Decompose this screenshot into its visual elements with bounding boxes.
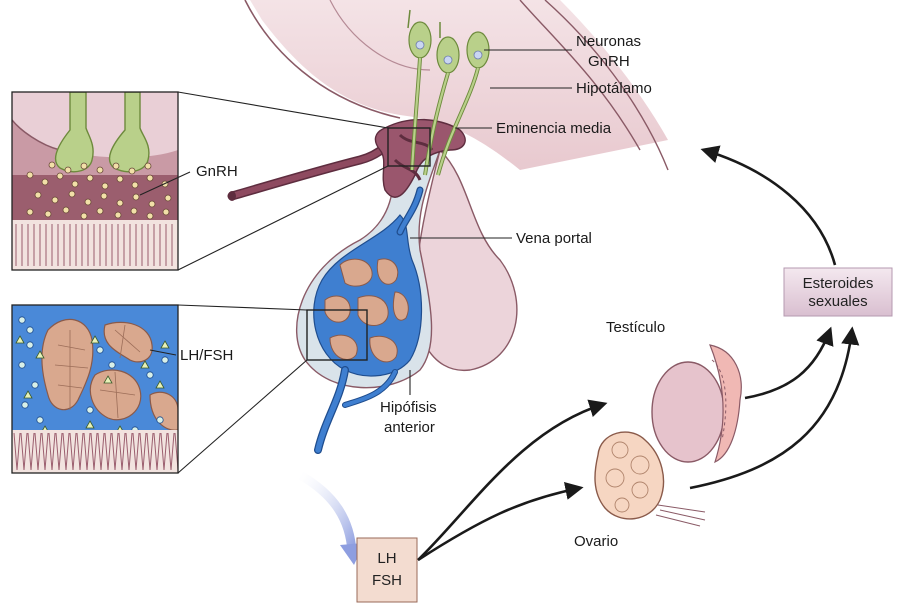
label-lh-fsh: LH/FSH [180,347,233,364]
label-box-fsh: FSH [372,572,402,589]
testis-illustration [652,345,741,462]
pituitary-to-hormone-arrow [300,475,352,552]
label-sex-steroids-1: Esteroides [803,275,874,292]
inset-lh-fsh-release [12,305,181,473]
label-ovary: Ovario [574,533,618,550]
label-box-lh: LH [377,550,396,567]
label-sex-steroids-2: sexuales [808,293,867,310]
label-median-eminence: Eminencia media [496,120,612,137]
label-gnrh: GnRH [196,163,238,180]
inset-gnrh-release [12,92,178,270]
label-anterior-pituitary-1: Hipófisis [380,399,437,416]
label-hypothalamus: Hipotálamo [576,80,652,97]
label-gnrh-neurons-2: GnRH [588,53,630,70]
label-testis: Testículo [606,319,665,336]
label-anterior-pituitary-2: anterior [384,419,435,436]
lh-fsh-box [357,538,417,602]
label-portal-vein: Vena portal [516,230,592,247]
label-gnrh-neurons-1: Neuronas [576,33,641,50]
